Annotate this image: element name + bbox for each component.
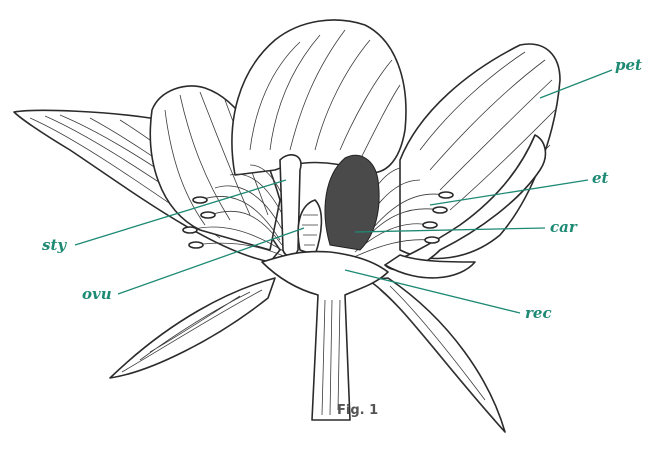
leader-et [429,179,589,206]
figure-caption: Fig. 1 [337,403,378,418]
label-ovu: ovu [82,285,112,303]
label-rec: rec [525,304,552,322]
stamens [182,164,454,259]
label-car: car [550,218,578,236]
petal-right [399,43,561,260]
label-et: et [592,169,609,187]
label-sty: sty [42,236,67,254]
label-pet: pet [615,56,642,74]
petal-far-right [384,134,547,279]
sepal-left [109,277,276,379]
sepal-right [367,277,506,433]
leader-ovu [117,227,305,295]
carpels [279,154,380,257]
leader-car [354,227,546,233]
receptacle-and-stem [261,250,389,421]
petal-center [231,19,407,176]
leader-sty [74,179,287,246]
leader-pet [539,69,613,99]
leader-rec [344,269,521,314]
